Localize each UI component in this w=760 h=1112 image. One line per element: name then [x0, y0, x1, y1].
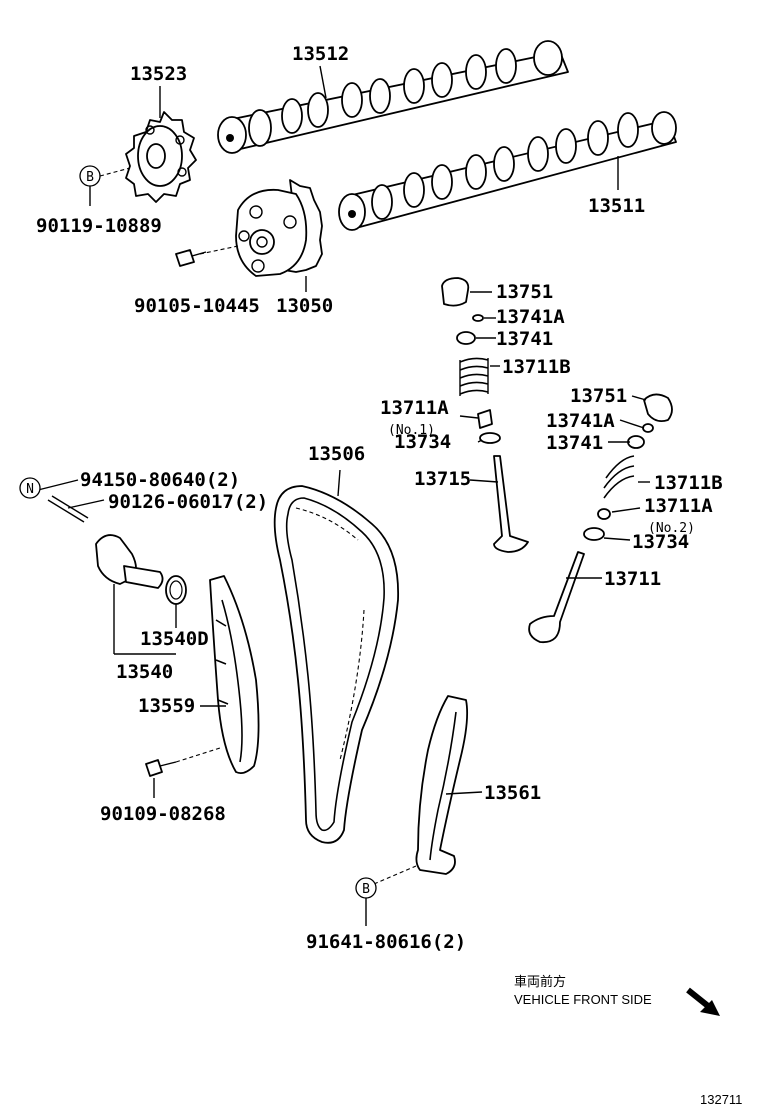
part-label-13711B-no2: 13711B	[654, 472, 723, 494]
part-label-90126-06017: 90126-06017(2)	[108, 491, 268, 513]
part-label-13741A-no1: 13741A	[496, 306, 565, 328]
part-label-13561: 13561	[484, 782, 541, 804]
svg-text:B: B	[362, 882, 370, 897]
part-label-13711: 13711	[604, 568, 661, 590]
marker-n-left: N	[19, 477, 41, 499]
part-label-90119-10889: 90119-10889	[36, 215, 162, 237]
part-label-13506: 13506	[308, 443, 365, 465]
vehicle-front-jp-label: 車両前方	[514, 974, 566, 989]
part-label-13741A-no2: 13741A	[546, 410, 615, 432]
figure-id: 132711	[700, 1092, 742, 1107]
svg-text:N: N	[26, 482, 34, 497]
chain-guide-13561	[415, 695, 469, 875]
part-label-13751-no2: 13751	[570, 385, 627, 407]
bolt-90105-10445	[175, 249, 207, 267]
valve-assembly-no2	[528, 393, 673, 644]
timing-chain-13506	[273, 485, 399, 844]
marker-b-bottom: B	[355, 877, 377, 899]
part-label-13711A-no2: 13711A	[644, 495, 713, 517]
vehicle-front-en-label: VEHICLE FRONT SIDE	[514, 992, 652, 1007]
part-label-13512: 13512	[292, 43, 349, 65]
part-label-13050: 13050	[276, 295, 333, 317]
part-label-13540: 13540	[116, 661, 173, 683]
part-label-13741-no2: 13741	[546, 432, 603, 454]
part-label-90109-08268: 90109-08268	[100, 803, 226, 825]
svg-text:B: B	[86, 170, 94, 185]
part-label-13523: 13523	[130, 63, 187, 85]
part-label-94150-80640: 94150-80640(2)	[80, 469, 240, 491]
tensioner-13540	[47, 495, 187, 605]
sprocket-13523	[125, 111, 197, 203]
part-label-13734-no2: 13734	[632, 531, 689, 553]
bolt-90109-08268	[145, 759, 177, 777]
part-label-13559: 13559	[138, 695, 195, 717]
valve-assembly-no1	[441, 277, 529, 553]
vvt-gear-13050	[235, 179, 323, 277]
chain-guide-13559	[209, 575, 260, 775]
marker-b-top: B	[79, 165, 101, 187]
part-label-13511: 13511	[588, 195, 645, 217]
part-label-13715: 13715	[414, 468, 471, 490]
part-label-13711B-no1: 13711B	[502, 356, 571, 378]
part-label-13741-no1: 13741	[496, 328, 553, 350]
vehicle-front-arrow-icon	[686, 987, 720, 1016]
part-label-13734-no1: 13734	[394, 431, 451, 453]
sub-label-no2: (No.2)	[648, 521, 695, 536]
part-label-91641-80616: 91641-80616(2)	[306, 931, 466, 953]
part-label-90105-10445: 90105-10445	[134, 295, 260, 317]
leader-lines	[37, 65, 650, 926]
part-label-13711A-no1: 13711A	[380, 397, 449, 419]
camshaft-13512	[217, 40, 569, 154]
part-label-13540D: 13540D	[140, 628, 209, 650]
part-label-13751-no1: 13751	[496, 281, 553, 303]
sub-label-no1: (No.1)	[388, 423, 435, 438]
camshaft-13511	[338, 111, 677, 231]
